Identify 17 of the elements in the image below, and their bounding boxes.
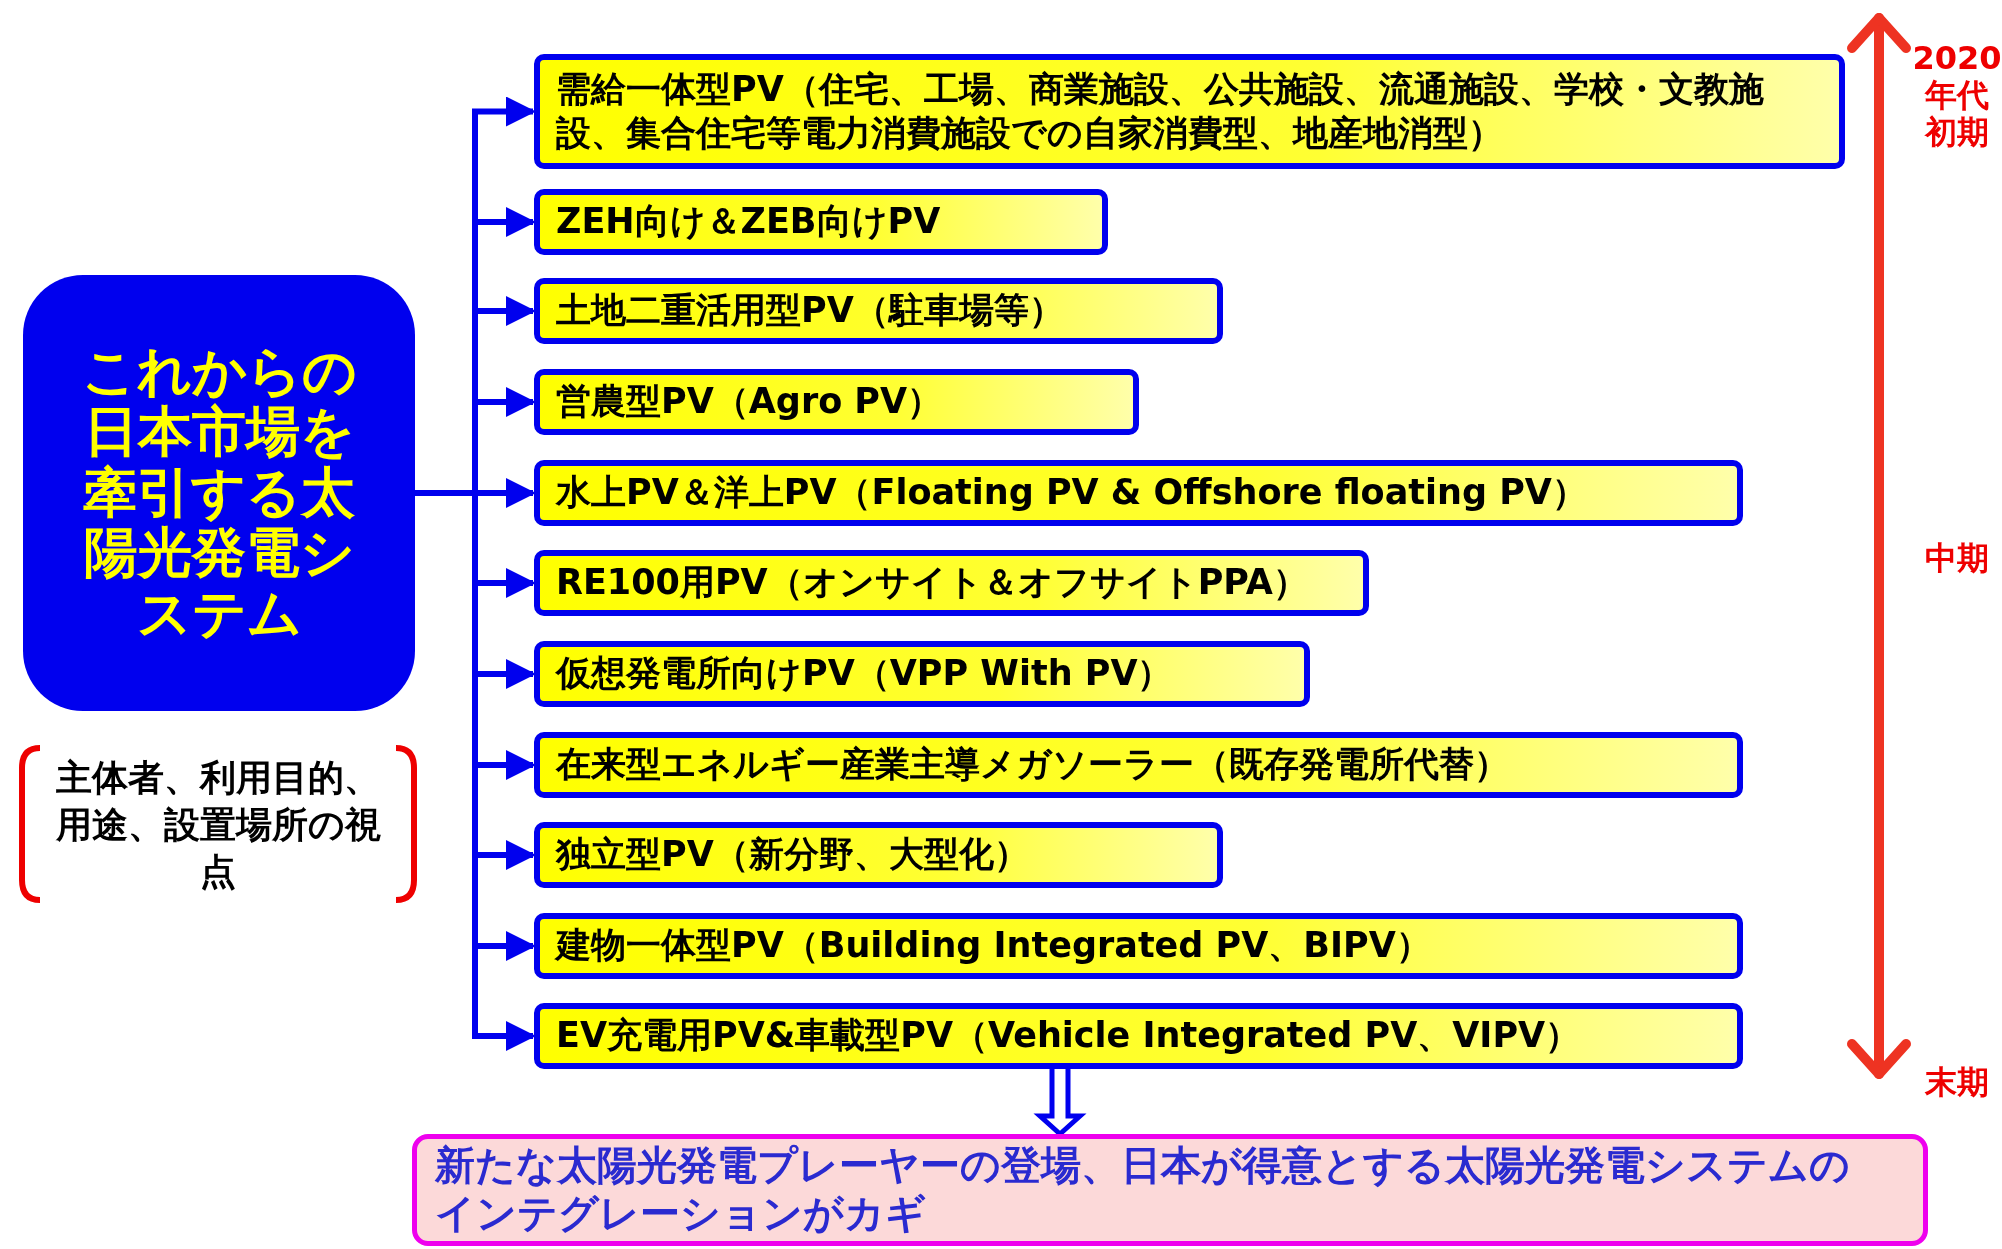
title-box: これからの日本市場を牽引する太陽光発電システム [23,275,415,711]
period-label: 中期 [1924,540,1990,577]
note-text: 主体者、利用目的、用途、設置場所の視点 [54,756,382,894]
conclusion-box: 新たな太陽光発電プレーヤーの登場、日本が得意とする太陽光発電システムのインテグレーションがカギ [412,1134,1928,1246]
category-box: 土地二重活用型PV（駐車場等） [534,278,1223,344]
category-box: 水上PV＆洋上PV（Floating PV & Offshore floating PV） [534,460,1743,526]
period-label: 末期 [1924,1064,1990,1101]
category-box: 在来型エネルギー産業主導メガソーラー（既存発電所代替） [534,732,1743,798]
category-box: RE100用PV（オンサイト＆オフサイトPPA） [534,550,1369,616]
category-box: 仮想発電所向けPV（VPP With PV） [534,641,1310,707]
category-box: 需給一体型PV（住宅、工場、商業施設、公共施設、流通施設、学校・文教施設、集合住宅等電力消費施設での自家消費型、地産地消型） [534,54,1845,169]
category-box: EV充電用PV&車載型PV（Vehicle Integrated PV、VIPV） [534,1003,1743,1069]
period-label: 2020年代初期 [1912,40,2002,151]
category-box: ZEH向け＆ZEB向けPV [534,189,1108,255]
category-box: 建物一体型PV（Building Integrated PV、BIPV） [534,913,1743,979]
category-box: 独立型PV（新分野、大型化） [534,822,1223,888]
category-box: 営農型PV（Agro PV） [534,369,1139,435]
